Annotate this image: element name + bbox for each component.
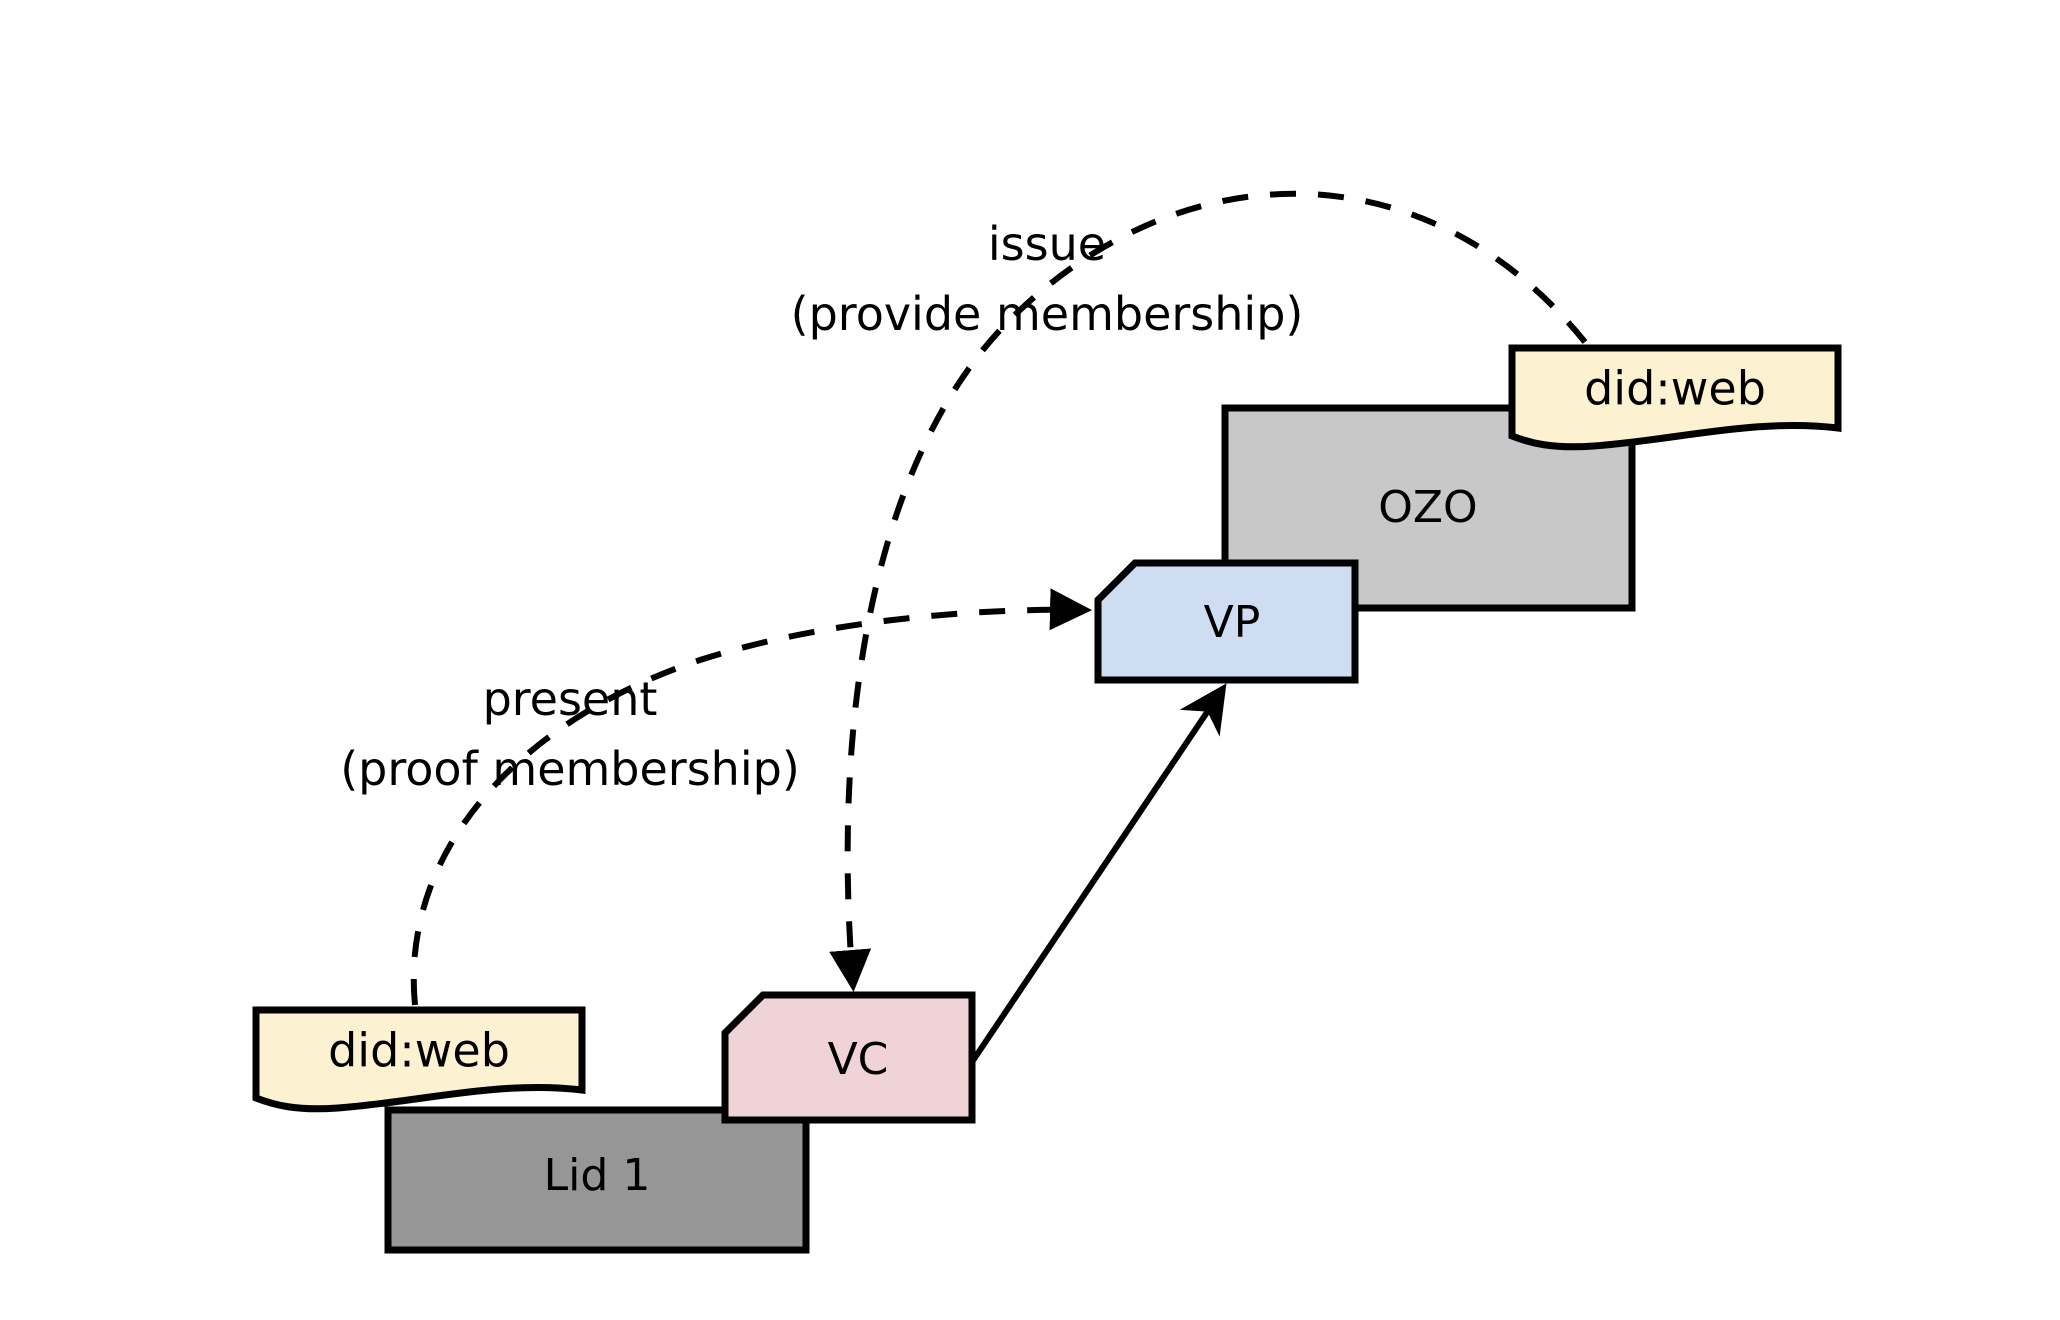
- issue-edge-label-line2: (provide membership): [791, 287, 1304, 341]
- lid-box-label: Lid 1: [544, 1150, 651, 1201]
- issue-edge-label: issue (provide membership): [791, 217, 1304, 341]
- vc-box[interactable]: [721, 991, 976, 1124]
- vp-box-label: VP: [1204, 597, 1261, 648]
- lid-did-note-label: did:web: [328, 1024, 510, 1078]
- present-edge-label-line1: present: [483, 672, 658, 726]
- lid-did-note-group: did:web: [252, 1006, 586, 1113]
- lid-did-note[interactable]: [252, 1006, 586, 1113]
- vp-box[interactable]: [1094, 559, 1359, 684]
- vc-box-label: VC: [828, 1034, 889, 1085]
- present-edge-label: present (proof membership): [340, 672, 800, 796]
- present-edge[interactable]: [410, 588, 1092, 1006]
- vc-group: VC: [721, 991, 976, 1124]
- lid-box[interactable]: [384, 1106, 810, 1254]
- ozo-box-label: OZO: [1378, 482, 1477, 533]
- issue-edge[interactable]: [829, 190, 1588, 992]
- ozo-did-note-group: did:web: [1508, 344, 1842, 451]
- ozo-did-note[interactable]: [1508, 344, 1842, 451]
- vp-group: VP: [1094, 559, 1359, 684]
- vc-to-vp-edge[interactable]: [969, 683, 1227, 1064]
- present-edge-label-line2: (proof membership): [340, 742, 800, 796]
- issue-edge-label-line1: issue: [988, 217, 1106, 271]
- lid-group: Lid 1: [384, 1106, 810, 1254]
- ozo-did-note-label: did:web: [1584, 362, 1766, 416]
